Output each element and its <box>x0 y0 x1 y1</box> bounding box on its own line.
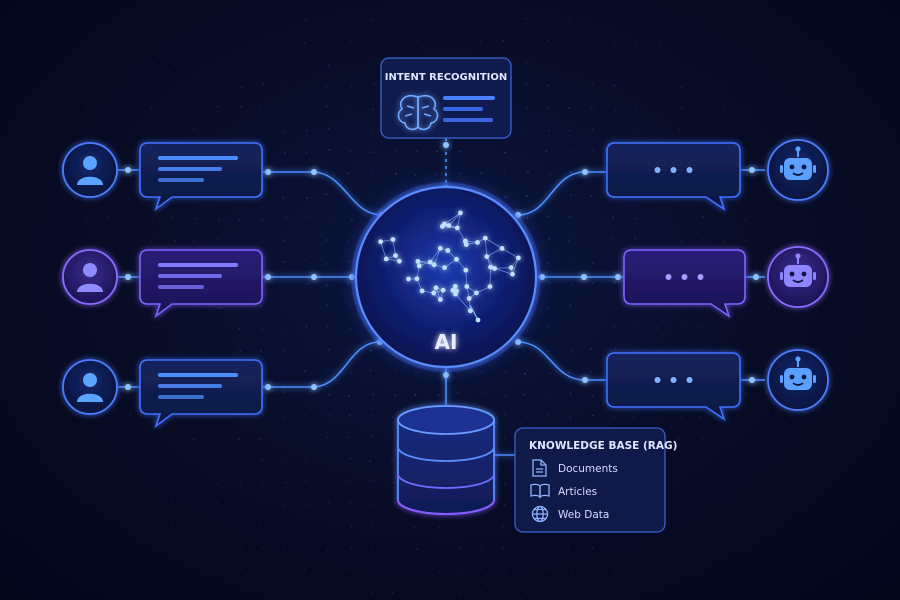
document-icon <box>532 459 547 477</box>
robot-icon <box>767 246 829 308</box>
user-message-bubble <box>139 142 263 212</box>
user-message-bubble <box>139 249 263 319</box>
user-icon <box>62 142 118 198</box>
bot-row-2 <box>623 246 829 318</box>
kb-item-articles: Articles <box>558 486 597 498</box>
robot-icon <box>767 349 829 411</box>
bot-row-1 <box>606 139 829 211</box>
neural-brain-icon <box>378 210 521 323</box>
user-row-3 <box>62 359 263 429</box>
user-column <box>62 142 263 429</box>
database-icon <box>397 405 495 515</box>
knowledge-base-panel: KNOWLEDGE BASE (RAG) Documents Articles … <box>514 427 677 533</box>
knowledge-base-title: KNOWLEDGE BASE (RAG) <box>529 440 677 452</box>
bot-row-3 <box>606 349 829 421</box>
globe-icon <box>531 505 549 523</box>
bot-reply-bubble <box>623 249 746 318</box>
bot-reply-bubble <box>606 352 741 421</box>
bot-column <box>606 139 829 421</box>
user-row-1 <box>62 142 263 212</box>
brain-icon <box>397 94 439 131</box>
kb-item-web-data: Web Data <box>558 509 609 521</box>
book-icon <box>530 483 550 499</box>
hub-label: AI <box>435 330 458 354</box>
user-message-bubble <box>139 359 263 429</box>
kb-item-documents: Documents <box>558 463 618 475</box>
bot-reply-bubble <box>606 142 741 211</box>
intent-panel-title: INTENT RECOGNITION <box>385 72 508 83</box>
ai-hub: AI <box>351 182 541 372</box>
user-row-2 <box>62 249 263 319</box>
user-icon <box>62 359 118 415</box>
intent-recognition-panel: INTENT RECOGNITION <box>380 57 512 139</box>
robot-icon <box>767 139 829 201</box>
user-icon <box>62 249 118 305</box>
